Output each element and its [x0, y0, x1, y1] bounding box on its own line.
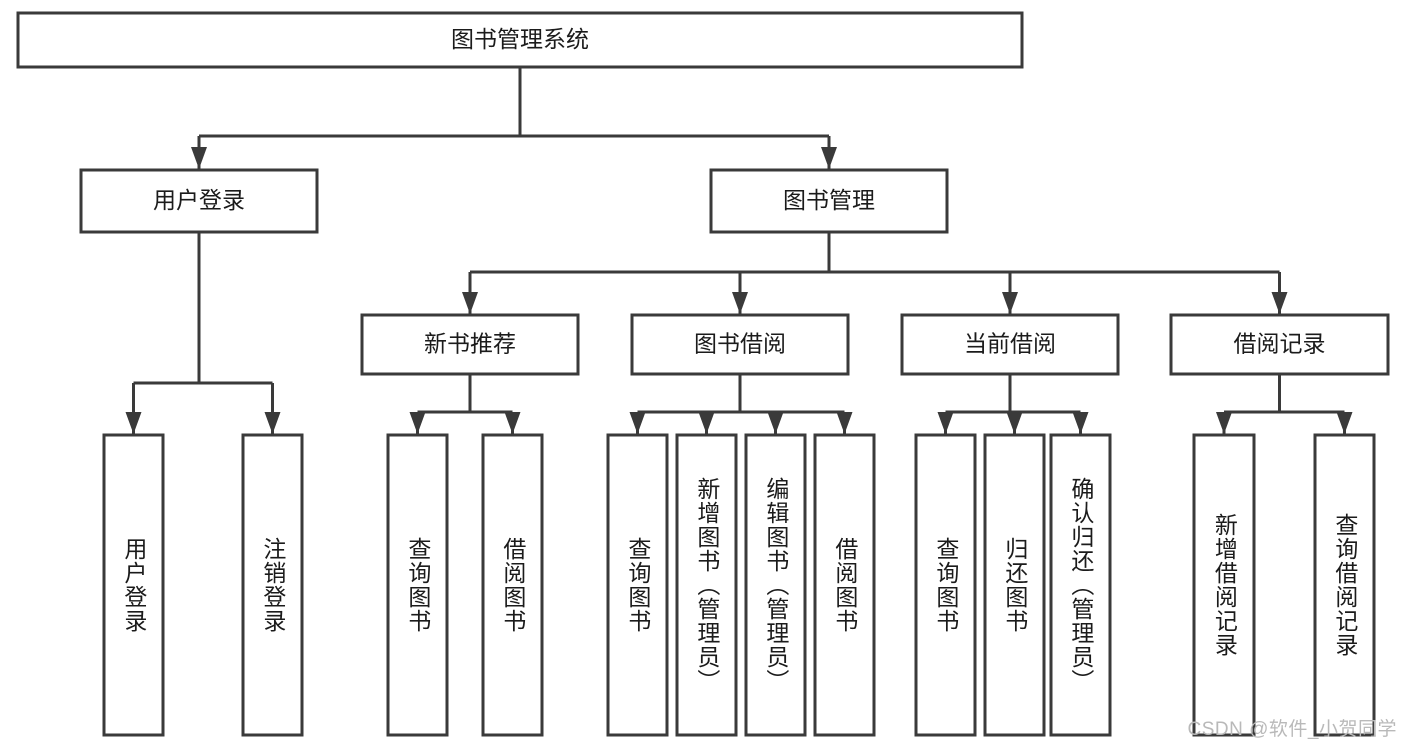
arrow-head-icon [836, 412, 853, 434]
node-label-borrow-record: 借阅记录 [1234, 331, 1326, 357]
node-box-leaf-query-book-rec[interactable] [386, 433, 449, 737]
node-box-borrow-record[interactable] [1169, 313, 1390, 376]
arrow-head-icon [1336, 412, 1353, 434]
arrow-head-icon [1006, 412, 1023, 434]
node-box-book-manage[interactable] [709, 168, 949, 234]
arrow-head-icon [767, 412, 784, 434]
node-label-new-book-recommend: 新书推荐 [424, 331, 516, 357]
node-box-leaf-query-book-borrow[interactable] [606, 433, 669, 737]
arrow-head-icon [698, 412, 715, 434]
arrow-head-icon [821, 147, 837, 169]
node-label-book-manage: 图书管理 [783, 187, 875, 213]
node-label-current-borrow: 当前借阅 [964, 331, 1056, 357]
arrow-head-icon [629, 412, 646, 434]
node-box-leaf-add-book-admin[interactable] [675, 433, 738, 737]
node-box-current-borrow[interactable] [900, 313, 1120, 376]
arrow-head-icon [409, 412, 426, 434]
arrow-head-icon [264, 412, 281, 434]
node-box-book-borrow[interactable] [630, 313, 850, 376]
node-box-root[interactable] [16, 11, 1024, 69]
connector-lines [125, 67, 1353, 434]
node-box-leaf-borrow-book[interactable] [813, 433, 876, 737]
node-box-leaf-query-borrow-record[interactable] [1313, 433, 1376, 737]
arrow-head-icon [1271, 292, 1288, 314]
node-box-leaf-return-book[interactable] [983, 433, 1046, 737]
arrow-head-icon [1216, 412, 1232, 434]
csdn-watermark: CSDN @软件_小贺同学 [1187, 719, 1397, 740]
node-box-user-login[interactable] [79, 168, 319, 234]
arrow-head-icon [937, 412, 954, 434]
node-boxes [16, 11, 1390, 737]
arrow-head-icon [191, 147, 207, 169]
node-box-leaf-borrow-book-rec[interactable] [481, 433, 544, 737]
node-box-leaf-confirm-return-admin[interactable] [1049, 433, 1112, 737]
arrow-head-icon [462, 292, 478, 314]
arrow-head-icon [732, 292, 748, 314]
arrow-head-icon [1002, 292, 1018, 314]
node-label-book-borrow: 图书借阅 [694, 331, 786, 357]
arrow-head-icon [504, 412, 521, 434]
node-box-leaf-query-book-cur[interactable] [914, 433, 977, 737]
node-box-new-book-recommend[interactable] [360, 313, 580, 376]
node-box-leaf-user-logout[interactable] [241, 433, 304, 737]
arrow-head-icon [1072, 412, 1089, 434]
node-label-root: 图书管理系统 [451, 26, 589, 52]
node-box-leaf-user-login[interactable] [102, 433, 165, 737]
arrow-head-icon [125, 412, 142, 434]
node-label-user-login: 用户登录 [153, 187, 245, 213]
node-box-leaf-edit-book-admin[interactable] [744, 433, 807, 737]
node-box-leaf-add-borrow-record[interactable] [1192, 433, 1256, 737]
